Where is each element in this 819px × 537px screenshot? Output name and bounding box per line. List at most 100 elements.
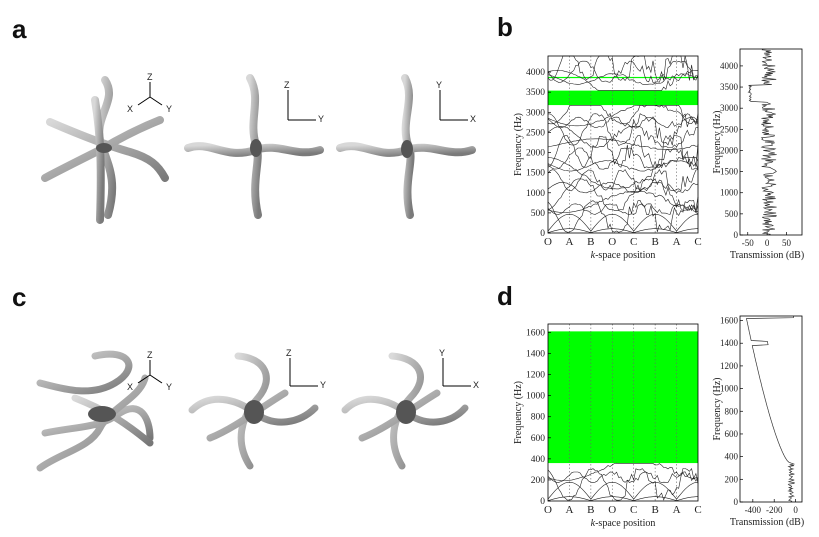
panel-a-renders: Z X Y Z Y Y X: [41, 72, 476, 224]
axis-label-v: Z: [284, 80, 290, 90]
kpoint-label: C: [630, 236, 637, 248]
y-tick-label: 800: [531, 413, 546, 423]
band-curve: [547, 471, 699, 483]
band-curve: [547, 228, 698, 233]
y-axis-label: Frequency (Hz): [513, 113, 524, 176]
band-curve: [547, 105, 699, 125]
junction-ring: [96, 143, 112, 153]
band-curve: [547, 168, 699, 192]
x-tick-label: 0: [765, 238, 770, 248]
junction-ring-zy: [250, 139, 262, 157]
y-tick-label: 1500: [720, 167, 739, 177]
axis-label-h: X: [470, 114, 476, 124]
plot-frame: [739, 48, 803, 236]
y-tick-label: 2500: [720, 124, 739, 134]
y-tick-label: 2500: [526, 128, 545, 138]
band-curve: [547, 160, 699, 172]
y-tick-label: 1200: [526, 371, 545, 381]
y-tick-label: 400: [725, 452, 739, 462]
y-tick-label: 3000: [720, 103, 739, 113]
y-tick-label: 1000: [720, 384, 739, 394]
axis-label-z: Z: [147, 72, 153, 82]
x-axis-label: k-space position: [591, 518, 656, 529]
band-curve: [547, 138, 699, 150]
kpoint-label: B: [587, 236, 594, 248]
y-tick-label: 4000: [720, 61, 739, 71]
x-tick-label: 50: [782, 238, 792, 248]
x-axis-label: k-space position: [591, 250, 656, 261]
plot-frame: [547, 55, 699, 234]
band-gap: [548, 331, 698, 464]
y-tick-label: 200: [725, 474, 739, 484]
kpoint-label: A: [565, 504, 573, 516]
y-tick-label: 1400: [720, 338, 739, 348]
band-curve: [547, 178, 699, 211]
axis-label-y: Y: [166, 382, 172, 392]
kpoint-label: C: [694, 236, 701, 248]
axis-label-x: X: [127, 104, 133, 114]
band-gap: [548, 90, 698, 106]
axis-triad-zy: Z Y: [284, 80, 324, 124]
x-tick-label: 0: [793, 505, 798, 515]
band-curve: [547, 468, 699, 501]
band-curve: [547, 181, 699, 194]
y-tick-label: 3500: [720, 82, 739, 92]
y-tick-label: 0: [734, 497, 739, 507]
junction-ring-yx: [401, 140, 413, 158]
kpoint-label: O: [544, 504, 552, 516]
band-curve: [547, 462, 699, 481]
axis-triad-c-zy: Z Y: [286, 348, 326, 390]
y-tick-label: 1000: [720, 188, 739, 198]
axis-triad-yx: Y X: [436, 80, 476, 124]
y-tick-label: 2000: [720, 145, 739, 155]
band-curve: [548, 113, 699, 146]
axis-label-h: X: [473, 380, 479, 390]
panel-label-a: a: [12, 14, 27, 44]
axis-triad-iso: Z X Y: [127, 72, 172, 114]
y-axis-label: Frequency (Hz): [712, 377, 723, 440]
y-axis-label: Frequency (Hz): [712, 110, 723, 173]
band-curve: [547, 481, 699, 500]
y-tick-label: 500: [531, 209, 546, 219]
band-curve: [547, 156, 699, 190]
axis-label-h: Y: [318, 114, 324, 124]
x-tick-label: -50: [742, 238, 754, 248]
band-curve: [547, 147, 699, 170]
kpoint-label: A: [673, 504, 681, 516]
kpoint-label: A: [565, 236, 573, 248]
band-curve: [547, 125, 699, 148]
band-curve: [547, 134, 699, 169]
y-tick-label: 0: [540, 497, 545, 507]
band-gap: [548, 76, 698, 79]
y-axis-label: Frequency (Hz): [513, 381, 524, 444]
axis-triad-c-yx: Y X: [439, 348, 479, 390]
kpoint-label: A: [673, 236, 681, 248]
y-tick-label: 400: [531, 455, 546, 465]
y-tick-label: 4000: [526, 68, 545, 78]
band-curve: [547, 55, 699, 81]
axis-label-v: Y: [439, 348, 445, 358]
kpoint-label: C: [630, 504, 637, 516]
band-curve: [547, 60, 699, 83]
x-axis-label: Transmission (dB): [730, 517, 804, 528]
kpoint-label: B: [651, 236, 658, 248]
x-tick-label: -400: [745, 505, 762, 515]
axis-label-z: Z: [147, 350, 153, 360]
y-tick-label: 1600: [720, 316, 739, 326]
x-tick-label: -200: [766, 505, 783, 515]
axis-label-v: Z: [286, 348, 292, 358]
axis-label-v: Y: [436, 80, 442, 90]
axis-label-y: Y: [166, 104, 172, 114]
axis-label-x: X: [127, 382, 133, 392]
band-curve: [547, 200, 699, 233]
kpoint-label: B: [587, 504, 594, 516]
y-tick-label: 3500: [526, 88, 545, 98]
band-curve: [547, 116, 699, 129]
kpoint-label: O: [608, 236, 616, 248]
axis-label-h: Y: [320, 380, 326, 390]
kpoint-label: O: [544, 236, 552, 248]
band-curve: [547, 73, 699, 85]
band-curve: [547, 203, 699, 215]
